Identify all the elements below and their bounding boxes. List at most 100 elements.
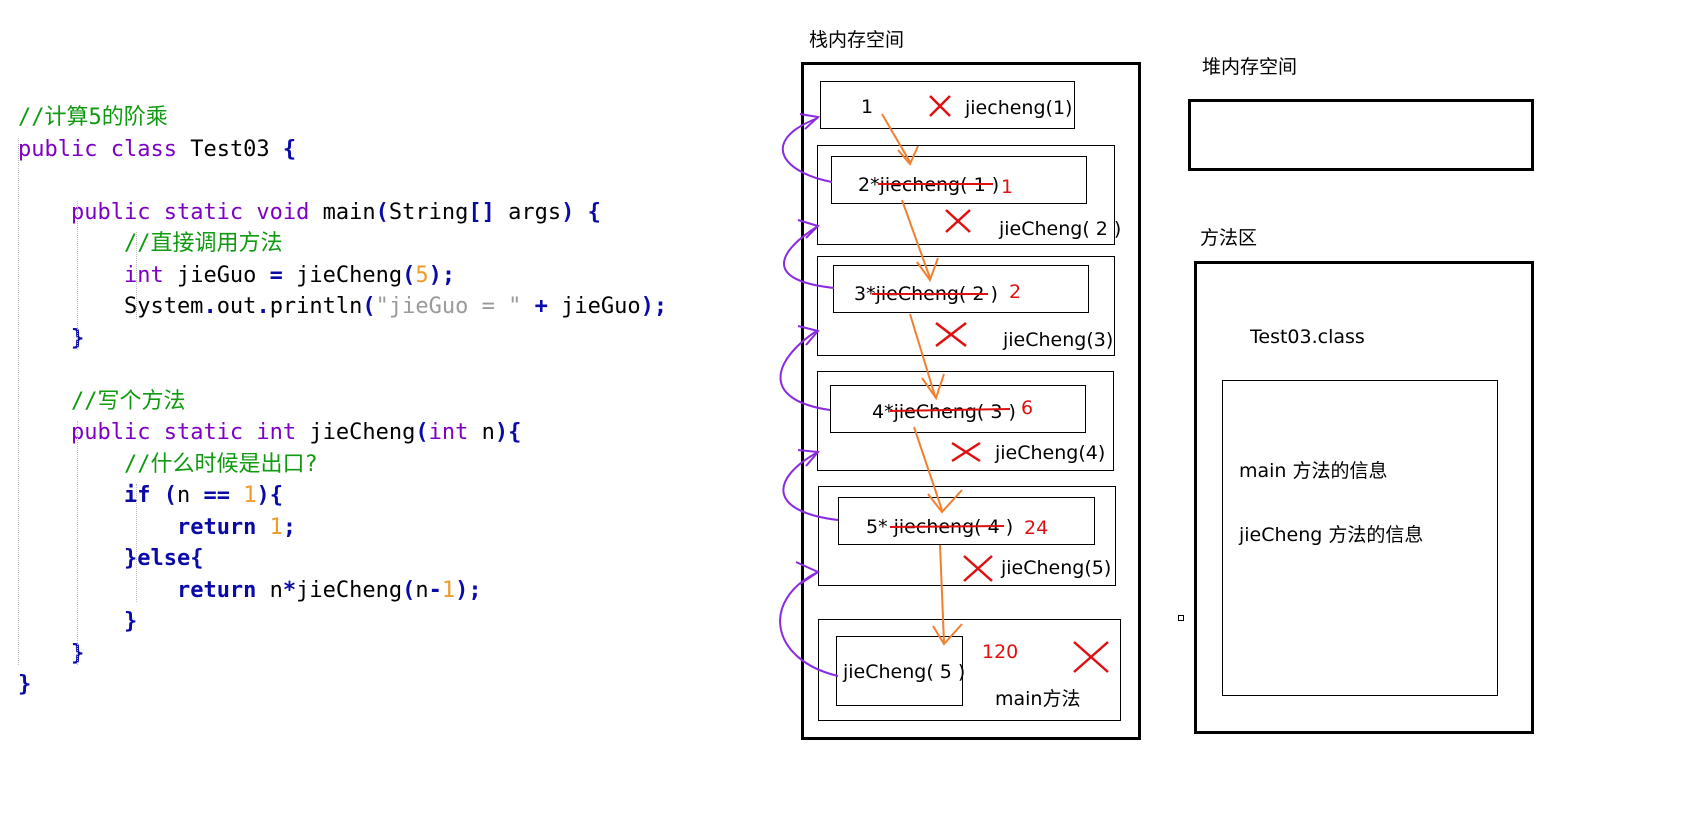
- code-token: if: [123, 483, 164, 508]
- code-token: [18, 389, 71, 414]
- indent-guide: [136, 484, 137, 602]
- code-token: main: [322, 199, 376, 225]
- code-token: jieCheng: [296, 577, 403, 603]
- frame-name: jiecheng(1): [965, 97, 1073, 119]
- stack-frame: [818, 486, 1116, 586]
- code-token: (: [415, 420, 429, 445]
- code-token: .: [203, 294, 217, 319]
- code-token: //计算5的阶乘: [18, 105, 168, 130]
- method-area: [1194, 261, 1534, 734]
- stack-frame: [817, 256, 1115, 356]
- code-token: static: [163, 420, 257, 445]
- code-token: [18, 420, 71, 445]
- code-token: }: [123, 609, 138, 634]
- code-token: .: [256, 294, 270, 319]
- code-line: [18, 354, 667, 386]
- code-token: ;: [282, 514, 297, 540]
- code-line: return n*jieCheng(n-1);: [18, 575, 667, 607]
- code-token: [18, 546, 124, 571]
- frame-expr: 4*jieCheng( 3 ): [872, 401, 1016, 423]
- code-token: [18, 452, 124, 477]
- code-token: ==: [203, 483, 244, 508]
- code-token: [18, 263, 124, 288]
- frame-expr: 1: [861, 96, 874, 118]
- code-token: =: [269, 262, 297, 288]
- code-token: (: [402, 262, 416, 288]
- code-token: public: [18, 136, 111, 162]
- code-token: println: [269, 294, 363, 319]
- code-token: 5: [415, 262, 429, 288]
- code-token: n: [269, 577, 283, 603]
- code-token: //直接调用方法: [123, 231, 283, 256]
- code-token: return: [176, 577, 270, 603]
- code-token: ){: [256, 483, 283, 508]
- code-token: );: [428, 262, 456, 288]
- code-line: }: [18, 323, 667, 355]
- code-line: int jieGuo = jieCheng(5);: [18, 260, 667, 292]
- code-token: jieCheng: [309, 420, 416, 445]
- method-info-main: main 方法的信息: [1239, 460, 1388, 482]
- code-line: if (n == 1){: [18, 480, 667, 512]
- code-token: 1: [269, 514, 283, 540]
- code-token: ){: [494, 420, 522, 445]
- code-line: //直接调用方法: [18, 228, 667, 260]
- frame-expr-box: [830, 385, 1086, 433]
- frame-name: jieCheng(3): [1003, 329, 1114, 351]
- code-token: ) {: [561, 199, 601, 225]
- code-token: [18, 641, 71, 666]
- code-token: int: [123, 262, 177, 288]
- code-token: {: [190, 546, 204, 571]
- code-token: //什么时候是出口?: [123, 451, 318, 477]
- code-token: Test03: [190, 136, 283, 162]
- heap-area: [1188, 99, 1534, 171]
- code-token: else: [137, 546, 191, 571]
- code-token: [18, 483, 124, 508]
- frame-result: 6: [1021, 397, 1034, 419]
- small-marker: [1178, 615, 1184, 621]
- frame-name: jieCheng(5): [1001, 557, 1112, 579]
- code-line: }else{: [18, 543, 667, 575]
- heap-title: 堆内存空间: [1202, 56, 1298, 78]
- frame-expr: 3*jieCheng( 2 ): [854, 283, 998, 305]
- code-token: args: [508, 199, 562, 225]
- code-token: String: [388, 199, 469, 225]
- code-token: [18, 515, 177, 540]
- stack-frame: [820, 81, 1075, 129]
- code-line: public class Test03 {: [18, 134, 667, 166]
- frame-expr: jieCheng( 5 ): [843, 661, 966, 683]
- code-token: "jieGuo = ": [375, 294, 535, 319]
- method-area-title: 方法区: [1200, 227, 1258, 249]
- code-token: [18, 578, 177, 603]
- code-token: int: [256, 420, 310, 445]
- code-token: [18, 326, 71, 351]
- code-token: System: [18, 294, 204, 319]
- frame-expr: 5* jiecheng( 4 ): [866, 516, 1014, 538]
- frame-name: main方法: [995, 688, 1081, 710]
- code-token: //写个方法: [70, 388, 186, 414]
- code-token: int: [428, 420, 482, 445]
- class-name: Test03.class: [1250, 326, 1365, 348]
- indent-guide: [77, 421, 78, 665]
- frame-name: jieCheng(4): [995, 442, 1106, 464]
- code-line: }: [18, 606, 667, 638]
- indent-guide: [18, 137, 19, 665]
- code-token: (: [362, 294, 376, 319]
- stack-frame: [817, 145, 1115, 245]
- code-line: [18, 165, 667, 197]
- code-token: class: [110, 136, 191, 162]
- code-line: public static int jieCheng(int n){: [18, 417, 667, 449]
- code-token: {: [282, 136, 297, 162]
- code-token: *: [282, 577, 297, 603]
- code-token: +: [534, 294, 562, 319]
- frame-result: 2: [1009, 281, 1022, 303]
- code-token: jieGuo: [561, 294, 641, 319]
- code-token: []: [468, 199, 509, 225]
- frame-result: 120: [982, 641, 1019, 663]
- stack-title: 栈内存空间: [809, 29, 905, 51]
- code-token: n: [481, 420, 495, 445]
- code-token: (: [163, 483, 177, 508]
- code-token: (: [375, 199, 389, 225]
- code-token: -: [428, 577, 442, 603]
- code-token: n: [415, 577, 429, 603]
- code-line: //写个方法: [18, 386, 667, 418]
